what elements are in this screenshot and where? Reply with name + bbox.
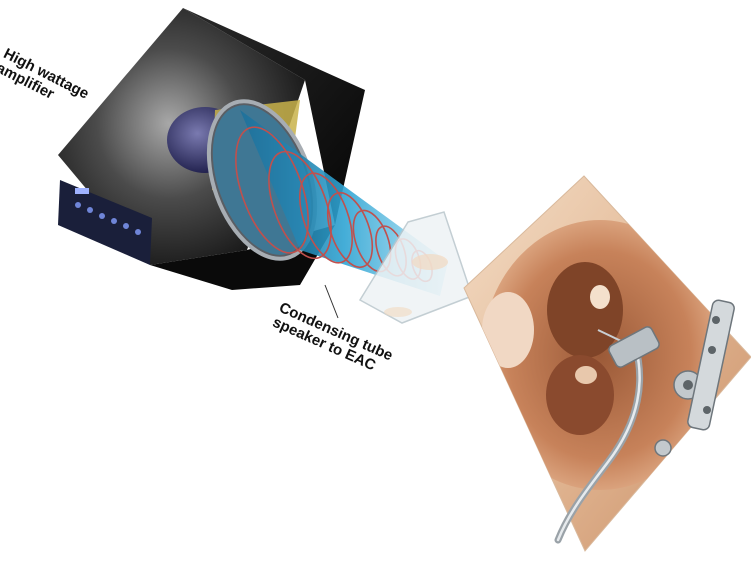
tympanic-bulge: [482, 292, 534, 368]
ear-canal-view: [464, 176, 751, 551]
tube-callout-line: [325, 285, 338, 318]
